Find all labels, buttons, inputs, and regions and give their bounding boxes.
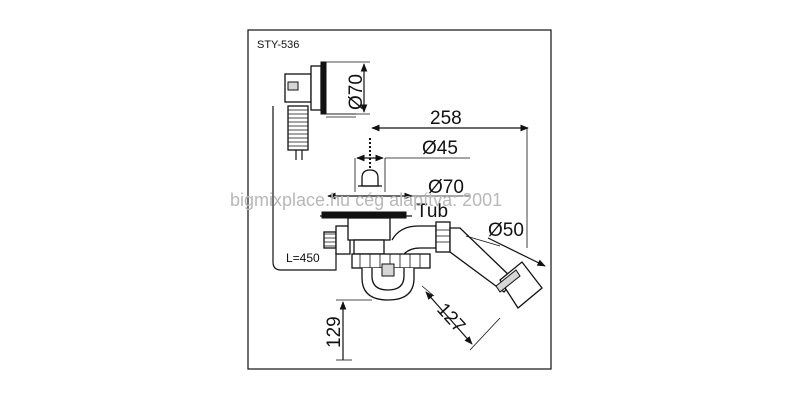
tub-label: Tub [416,201,448,222]
hose-length-label: L=450 [286,251,320,265]
dim-d70-mid: Ø70 [428,177,464,198]
dim-line-d50 [487,237,546,267]
dim-d50: Ø50 [488,220,524,241]
watermark: bigmixplace.hu cég alapítva: 2001 [230,190,502,210]
dim-129: 129 [324,316,345,348]
corrugated-hose [287,105,309,151]
drawing-frame [247,29,552,370]
dim-line-127 [425,291,473,345]
hose-line [272,106,337,271]
dim-d45: Ø45 [422,138,458,159]
dim-258: 258 [430,108,462,129]
plug-chain [358,138,382,187]
trap-body [323,217,543,309]
dim-d70-top: Ø70 [346,74,367,110]
tub-flange [321,211,407,219]
model-code: STY-536 [257,39,299,51]
